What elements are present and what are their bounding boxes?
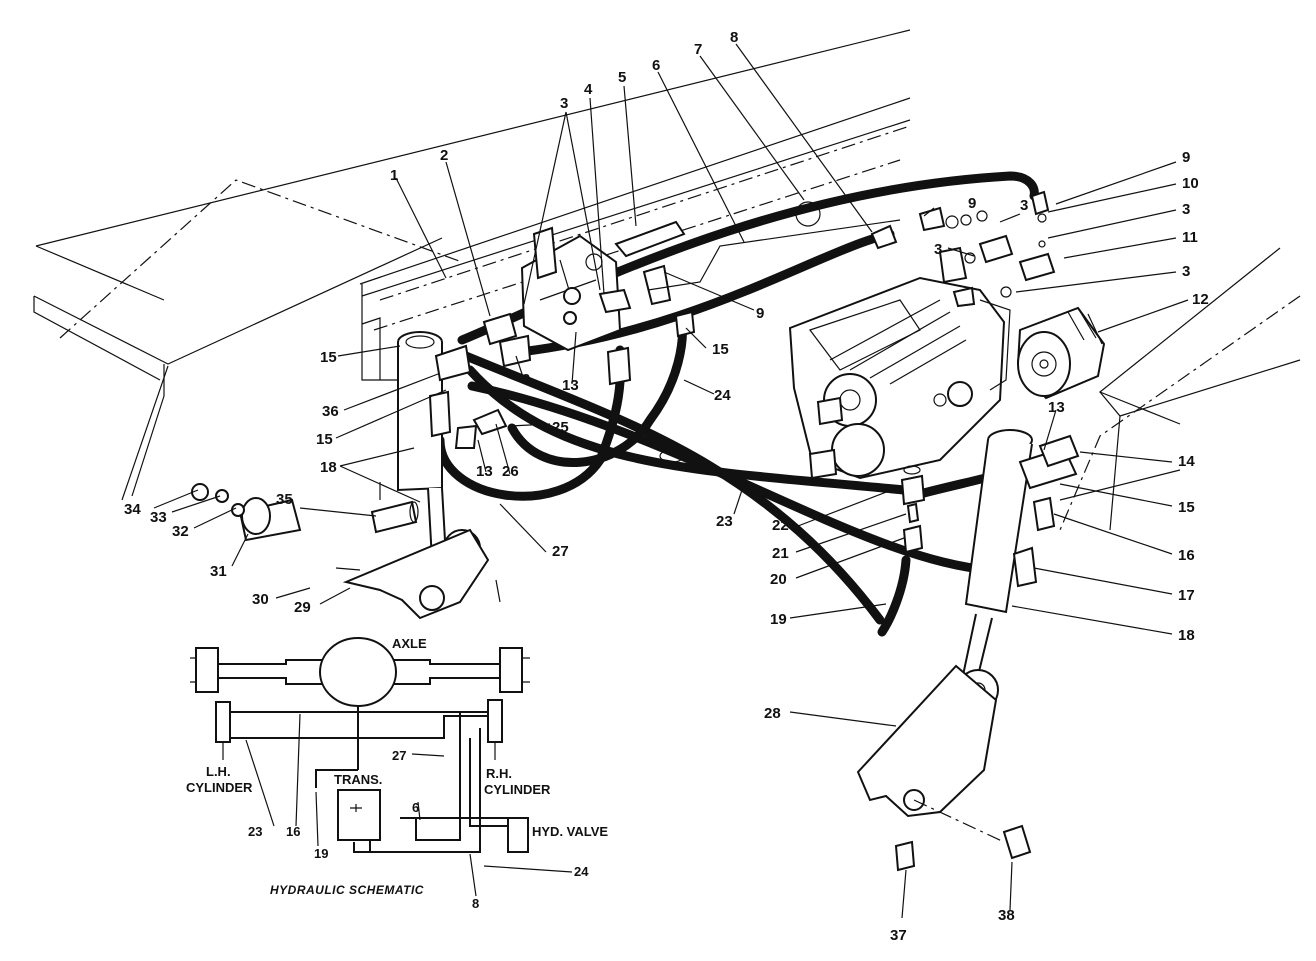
callout-3: 3	[1020, 197, 1028, 214]
oil-filter	[1016, 306, 1106, 400]
callout-11: 11	[1182, 229, 1198, 246]
callout-25: 25	[552, 419, 569, 436]
callout-15: 15	[320, 349, 337, 366]
schematic-title: HYDRAULIC SCHEMATIC	[270, 883, 424, 897]
schematic-hyd-valve	[507, 817, 529, 853]
schematic-lh-label-1: L.H.	[206, 764, 231, 779]
schematic-lh-cylinder	[215, 701, 231, 743]
callout-3: 3	[934, 241, 942, 258]
callout-23: 23	[716, 513, 733, 530]
callout-4: 4	[584, 81, 593, 98]
callout-13: 13	[1048, 399, 1065, 416]
hydraulic-valve	[482, 201, 901, 368]
callout-28: 28	[764, 705, 781, 722]
callout-9: 9	[522, 371, 530, 388]
schematic-axle-label: AXLE	[392, 636, 427, 651]
callout-3: 3	[1182, 201, 1190, 218]
callout-36: 36	[322, 403, 339, 420]
schematic-trans-label: TRANS.	[334, 772, 382, 787]
rh-cylinder	[856, 429, 1080, 872]
callout-26: 26	[502, 463, 519, 480]
callout-15: 15	[712, 341, 729, 358]
callout-19: 19	[770, 611, 787, 628]
callout-9: 9	[1182, 149, 1190, 166]
axle-left-hub	[195, 647, 219, 693]
callout-17: 17	[1178, 587, 1195, 604]
schematic-valve-label: HYD. VALVE	[532, 824, 608, 839]
callout-8: 8	[730, 29, 738, 46]
leader-lines	[153, 43, 1189, 919]
axle-differential	[319, 637, 397, 707]
callout-33: 33	[150, 509, 167, 526]
callout-labels: 1 2 3 4 5 6 7 8 9 10 3 11 3 12 3 3 9 9 1…	[124, 29, 1209, 944]
callout-6: 6	[652, 57, 660, 74]
schematic-27: 27	[392, 748, 406, 763]
callout-9: 9	[968, 195, 976, 212]
callout-3: 3	[560, 95, 568, 112]
callout-3: 3	[1182, 263, 1190, 280]
callout-1: 1	[390, 167, 398, 184]
callout-22: 22	[772, 517, 789, 534]
center-fittings	[454, 310, 926, 554]
callout-7: 7	[694, 41, 702, 58]
axle-right-hub	[499, 647, 523, 693]
schematic-24: 24	[574, 864, 589, 879]
schematic-16: 16	[286, 824, 300, 839]
schematic-transmission	[337, 789, 381, 841]
lh-axle-bracket	[191, 482, 501, 620]
callout-5: 5	[618, 69, 626, 86]
hydraulic-schematic: AXLE L.H. CYLINDER R.H. CYLINDER TRANS. …	[186, 636, 608, 911]
schematic-lh-label-2: CYLINDER	[186, 780, 253, 795]
callout-35: 35	[276, 491, 293, 508]
callout-9: 9	[756, 305, 764, 322]
schematic-6: 6	[412, 800, 419, 815]
callout-32: 32	[172, 523, 189, 540]
schematic-rh-cylinder	[487, 699, 503, 743]
callout-10: 10	[1182, 175, 1199, 192]
callout-13: 13	[476, 463, 493, 480]
callout-38: 38	[998, 907, 1015, 924]
callout-12: 12	[1192, 291, 1209, 308]
callout-34: 34	[124, 501, 141, 518]
callout-15: 15	[316, 431, 333, 448]
callout-20: 20	[770, 571, 787, 588]
callout-15: 15	[1178, 499, 1195, 516]
callout-18: 18	[1178, 627, 1195, 644]
schematic-23: 23	[248, 824, 262, 839]
callout-21: 21	[772, 545, 789, 562]
callout-27: 27	[552, 543, 569, 560]
callout-16: 16	[1178, 547, 1195, 564]
schematic-19: 19	[314, 846, 328, 861]
transmission	[788, 246, 1011, 480]
fittings-upper-right	[918, 190, 1056, 298]
callout-14: 14	[1178, 453, 1195, 470]
schematic-rh-label-2: CYLINDER	[484, 782, 551, 797]
callout-31: 31	[210, 563, 227, 580]
callout-2: 2	[440, 147, 448, 164]
callout-30: 30	[252, 591, 269, 608]
callout-24: 24	[714, 387, 731, 404]
schematic-rh-label-1: R.H.	[486, 766, 512, 781]
schematic-8: 8	[472, 896, 479, 911]
callout-37: 37	[890, 927, 907, 944]
callout-13: 13	[562, 377, 579, 394]
callout-18: 18	[320, 459, 337, 476]
callout-29: 29	[294, 599, 311, 616]
